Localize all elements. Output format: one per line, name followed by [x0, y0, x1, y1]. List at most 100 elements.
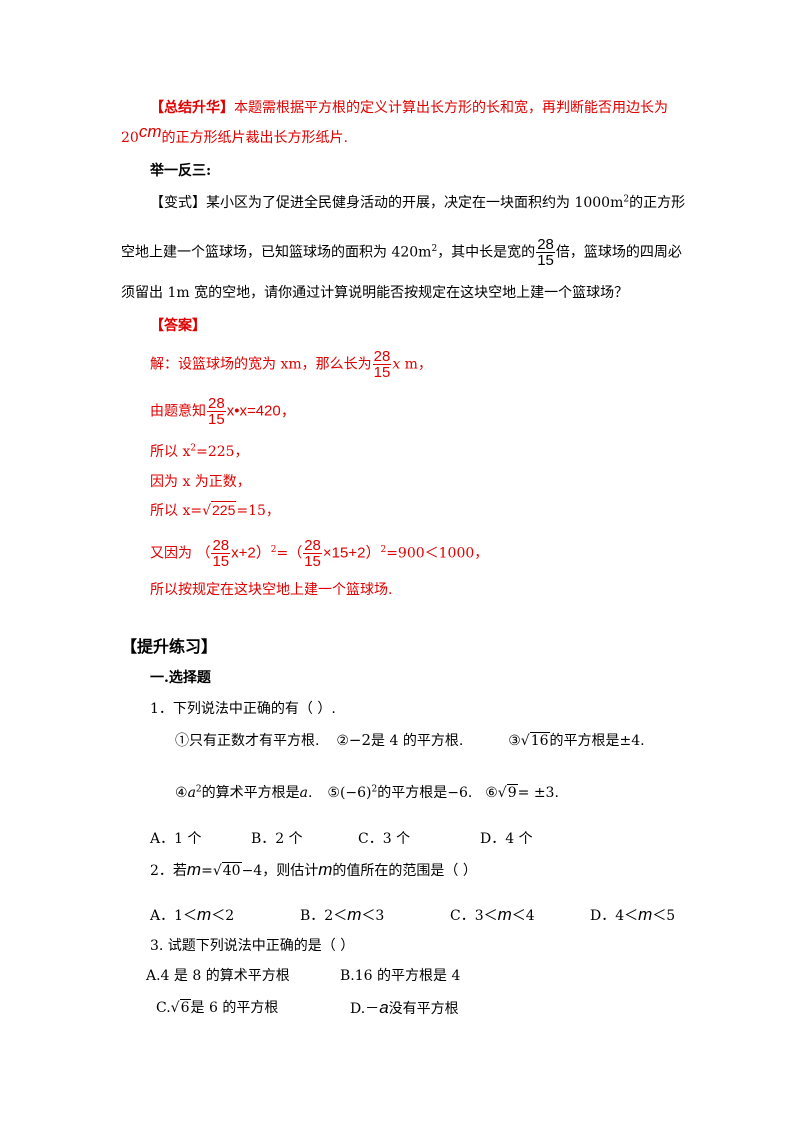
- q3-choice-c[interactable]: C.√6是 6 的平方根: [156, 998, 278, 1018]
- variant-sup-2: 2: [431, 243, 438, 254]
- q2-choice-d-pre: D．4＜: [590, 908, 639, 924]
- q3-choice-c-text: 是 6 的平方根: [190, 1000, 279, 1016]
- q3-choice-d[interactable]: D.－a没有平方根: [350, 998, 459, 1019]
- variant-line-3: 须留出 1m 宽的空地，请你通过计算说明能否按规定在这块空地上建一个篮球场？: [121, 283, 628, 303]
- q1-option-4-text: 的算术平方根是: [201, 785, 300, 801]
- q1-option-3-end: .: [640, 733, 645, 749]
- variant-text-1a: 某小区为了促进全民健身活动的开展，决定在一块面积约为 1000m: [206, 195, 624, 211]
- answer-step-6d: ×15+2）: [322, 544, 381, 562]
- answer-var-x: x: [392, 356, 401, 373]
- answer-step-6b: x+2）: [231, 544, 271, 562]
- fraction-numerator: 28: [208, 395, 225, 412]
- q1-stem: 1．下列说法中正确的有（ ）.: [150, 699, 336, 719]
- variant-sup-1: 2: [623, 194, 630, 205]
- q2-choice-a[interactable]: A．1＜m＜2: [150, 905, 234, 926]
- q1-choice-c[interactable]: C．3 个: [358, 831, 411, 847]
- q1-option-3-text: 的平方根是: [549, 733, 620, 749]
- variant-text-1b: 的正方形: [629, 195, 686, 211]
- q1-option-6-math: = ±3: [517, 785, 555, 801]
- section-title-text: 一.选择题: [150, 670, 211, 686]
- q2-choice-d-post: ＜5: [652, 908, 676, 924]
- q1-option-4-end: .: [308, 785, 313, 801]
- q1-choice-d[interactable]: D．4 个: [480, 831, 533, 847]
- fraction-numerator: 28: [373, 348, 391, 365]
- fraction-numerator: 28: [537, 236, 554, 253]
- q3-choice-d-var: a: [379, 998, 389, 1017]
- q1-choice-a[interactable]: A．1 个: [150, 831, 202, 847]
- q1-option-5-sup: 2: [371, 784, 378, 795]
- q1-option-5-mark: ⑤: [327, 785, 340, 801]
- q2-stem-c: −4，则估计: [241, 863, 319, 879]
- summary-line-1: 【总结升华】本题需根据平方根的定义计算出长方形的长和宽，再判断能否用边长为: [150, 98, 668, 118]
- answer-sup-6b: 2: [380, 544, 387, 555]
- answer-step-5: 所以 x=√225=15，: [150, 500, 280, 521]
- answer-step-7: 所以按规定在这块空地上建一个篮球场.: [150, 580, 392, 600]
- answer-step-1c: m，: [400, 356, 432, 373]
- variant-label: 【变式】: [150, 195, 206, 211]
- sqrt-225-arg: 225: [211, 501, 237, 518]
- q1-options-row-2: ④a2的算术平方根是a. ⑤(−6)2的平方根是−6. ⑥√9= ±3.: [175, 783, 559, 803]
- sqrt-225: √225: [202, 501, 237, 519]
- summary-text-2: 的正方形纸片裁出长方形纸片.: [161, 130, 348, 146]
- q1-option-5-math: (−6): [339, 785, 372, 801]
- q2-choice-b-pre: B．2＜: [300, 908, 348, 924]
- q2-var-m-2: m: [318, 860, 333, 879]
- q2-choice-c[interactable]: C．3＜m＜4: [450, 905, 535, 926]
- q1-option-5-end: .: [467, 785, 473, 801]
- answer-step-3b: =225，: [196, 444, 249, 460]
- q1-option-3-mark: ③: [508, 733, 521, 749]
- q1-option-3-math: ±4: [619, 733, 641, 749]
- q1-option-5-val: −6: [447, 785, 468, 801]
- practice-heading-text: 举一反三:: [150, 163, 212, 179]
- q1-stem-text: 1．下列说法中正确的有（ ）.: [150, 701, 336, 717]
- q1-option-4-math: a: [187, 785, 196, 801]
- section-title: 一.选择题: [150, 668, 211, 688]
- practice-heading: 举一反三:: [150, 161, 211, 181]
- q2-choice-b-m: m: [347, 905, 362, 924]
- q2-choice-a-pre: A．1＜: [150, 908, 198, 924]
- q1-option-6-end: .: [554, 785, 559, 801]
- summary-unit: cm: [138, 122, 162, 141]
- q2-choice-c-pre: C．3＜: [450, 908, 498, 924]
- q1-option-2-mark: ②: [336, 733, 349, 749]
- q1-option-1: ①只有正数才有平方根.: [175, 733, 320, 749]
- q1-options-row-1: ①只有正数才有平方根. ②−2是 4 的平方根. ③√16的平方根是±4.: [175, 730, 645, 751]
- sqrt-16-arg: 16: [529, 732, 550, 749]
- q2-choice-b[interactable]: B．2＜m＜3: [300, 905, 384, 926]
- summary-label: 【总结升华】: [150, 100, 234, 116]
- answer-sup-3: 2: [190, 443, 197, 454]
- q2-stem-b: =: [201, 863, 213, 879]
- q3-choice-b[interactable]: B.16 的平方根是 4: [340, 968, 461, 984]
- answer-step-6e: =900＜1000，: [386, 545, 489, 562]
- answer-step-3: 所以 x2=225，: [150, 442, 249, 462]
- fraction-numerator: 28: [304, 537, 321, 554]
- answer-sup-6a: 2: [270, 544, 277, 555]
- answer-step-7-text: 所以按规定在这块空地上建一个篮球场.: [150, 582, 393, 598]
- q2-choice-a-post: ＜2: [211, 908, 235, 924]
- answer-step-4: 因为 x 为正数，: [150, 472, 251, 492]
- answer-step-1a: 解：设篮球场的宽为 xm，那么长为: [150, 356, 372, 373]
- sqrt-9: √9: [497, 784, 518, 801]
- fraction-denominator: 15: [536, 252, 555, 269]
- sqrt-40-arg: 40: [221, 862, 242, 879]
- q2-choice-a-m: m: [197, 905, 212, 924]
- fraction-denominator: 15: [207, 411, 226, 428]
- q1-choice-b[interactable]: B．2 个: [251, 831, 303, 847]
- sqrt-6: √6: [170, 999, 191, 1016]
- q2-choice-b-post: ＜3: [361, 908, 385, 924]
- q2-choice-d[interactable]: D．4＜m＜5: [590, 905, 675, 926]
- answer-label: 【答案】: [150, 318, 206, 334]
- answer-step-5a: 所以 x=: [150, 503, 203, 519]
- answer-step-5b: =15，: [236, 503, 280, 519]
- answer-step-6c: =（: [276, 545, 303, 562]
- answer-step-3a: 所以 x: [150, 444, 191, 460]
- variant-line-1: 【变式】某小区为了促进全民健身活动的开展，决定在一块面积约为 1000m2的正方…: [150, 193, 685, 213]
- q1-option-6-mark: ⑥: [485, 785, 498, 801]
- summary-line-2: 20cm的正方形纸片裁出长方形纸片.: [121, 122, 348, 148]
- q3-choice-a[interactable]: A.4 是 8 的算术平方根: [146, 968, 290, 984]
